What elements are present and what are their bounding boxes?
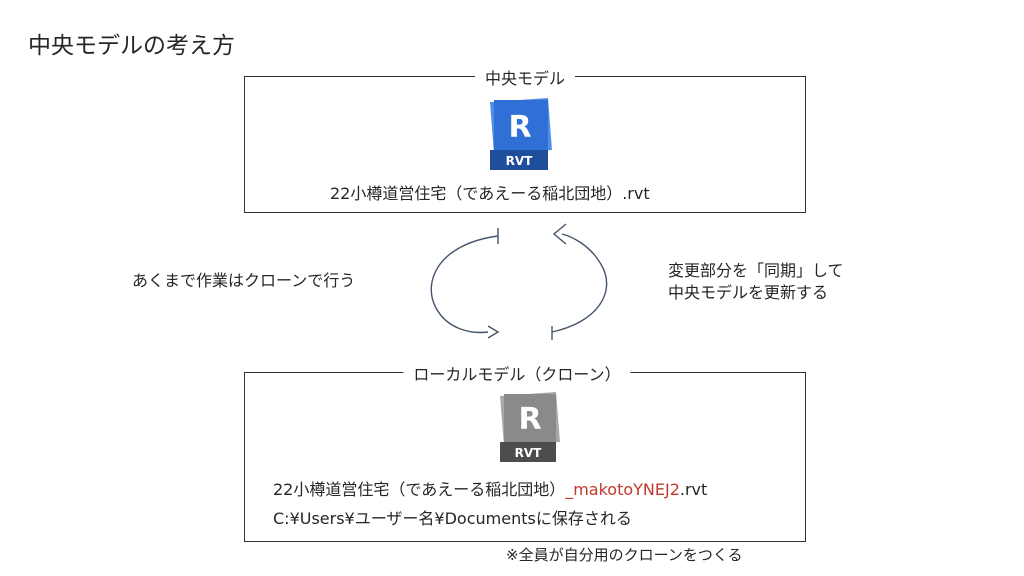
local-icon-badge: RVT: [515, 446, 543, 460]
central-icon-badge: RVT: [506, 154, 534, 168]
local-filename: 22小樽道営住宅（であえーる稲北団地）_makotoYNEJ2.rvt: [273, 476, 707, 500]
left-cycle-text: あくまで作業はクローンで行う: [132, 271, 356, 290]
local-save-path: C:¥Users¥ユーザー名¥Documentsに保存される: [273, 509, 632, 528]
revit-gray-icon: R RVT: [494, 392, 566, 464]
local-filename-ext: .rvt: [679, 480, 708, 499]
local-icon-letter: R: [518, 402, 541, 437]
central-icon-letter: R: [508, 110, 531, 145]
left-cycle-arrow: [430, 235, 499, 334]
right-cycle-text: 変更部分を「同期」して 中央モデルを更新する: [668, 260, 844, 304]
central-model-label: 中央モデル: [474, 65, 576, 89]
central-filename: 22小樽道営住宅（であえーる稲北団地）.rvt: [330, 184, 650, 203]
central-model-box: 中央モデル: [244, 65, 806, 213]
local-model-box: ローカルモデル（クローン）: [244, 361, 806, 542]
slide-title: 中央モデルの考え方: [28, 33, 235, 59]
right-cycle-text-line1: 変更部分を「同期」して: [668, 261, 844, 280]
clone-note: ※全員が自分用のクローンをつくる: [506, 546, 743, 564]
sync-cycle-arrows: [420, 222, 620, 356]
revit-blue-icon: R RVT: [482, 98, 558, 172]
local-filename-user: _makotoYNEJ2: [565, 480, 680, 499]
right-cycle-arrow: [551, 233, 608, 333]
local-model-label: ローカルモデル（クローン）: [403, 361, 631, 385]
right-cycle-text-line2: 中央モデルを更新する: [668, 283, 829, 302]
local-filename-prefix: 22小樽道営住宅（であえーる稲北団地）: [273, 480, 566, 499]
